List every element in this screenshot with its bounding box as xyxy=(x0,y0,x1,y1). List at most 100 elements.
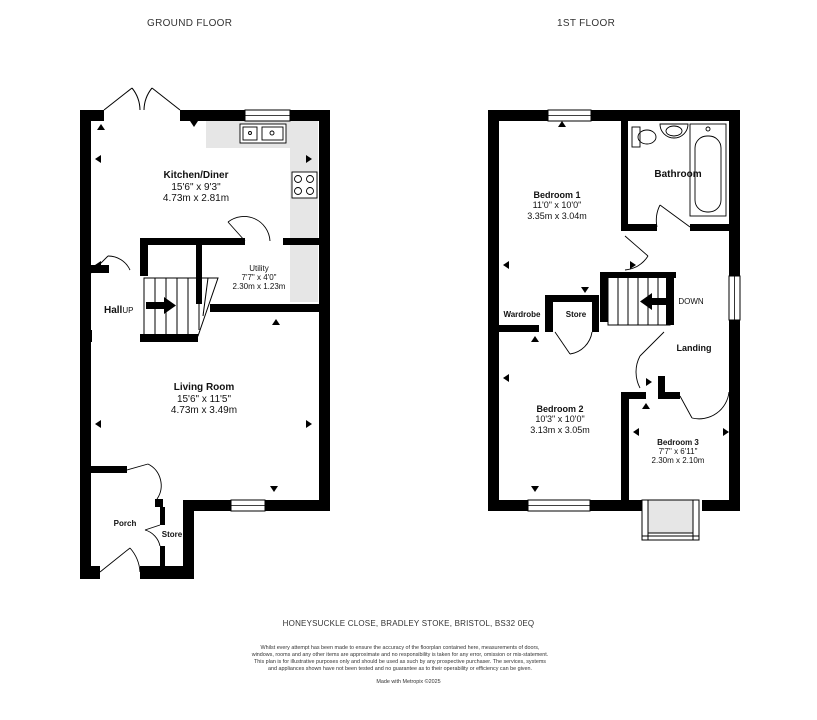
wall xyxy=(592,295,599,332)
stairs-direction: UP xyxy=(122,306,134,315)
hall-label: HallUP xyxy=(104,300,133,318)
wall xyxy=(183,500,231,511)
wall xyxy=(180,110,245,121)
stairs-direction: DOWN xyxy=(678,297,704,306)
utility-worktop xyxy=(290,244,318,302)
disclaimer-text: Whilst every attempt has been made to en… xyxy=(251,645,549,672)
wall xyxy=(621,121,628,224)
room-size-imperial: 10'3" x 10'0" xyxy=(535,414,585,425)
room-name: Hall xyxy=(104,305,123,316)
internal-doors xyxy=(554,204,730,420)
wall xyxy=(488,110,499,510)
room-size-metric: 4.73m x 3.49m xyxy=(170,405,238,416)
store-ground-label: Store xyxy=(160,530,184,539)
wall xyxy=(488,110,548,121)
room-name: Utility xyxy=(249,264,269,273)
room-size-metric: 2.30m x 2.10m xyxy=(651,456,705,466)
ground-floor-title: GROUND FLOOR xyxy=(147,18,233,29)
wall xyxy=(140,566,194,579)
room-name: Wardrobe xyxy=(503,310,541,319)
room-size-imperial: 15'6" x 9'3" xyxy=(171,181,221,193)
ground-floor-plan xyxy=(80,87,330,579)
dimension-arrow-icon xyxy=(503,121,729,492)
stairs-down-label: DOWN xyxy=(677,297,705,306)
wall xyxy=(729,110,740,276)
wall xyxy=(658,392,680,399)
store-first-label: Store xyxy=(558,310,594,319)
first-floor-title: 1ST FLOOR xyxy=(557,18,616,29)
bedroom3-label: Bedroom 3 7'7" x 6'11" 2.30m x 2.10m xyxy=(640,438,716,466)
wall xyxy=(140,334,198,342)
dimension-arrow-icon xyxy=(95,121,312,492)
wall xyxy=(488,500,528,511)
stairs-arrow-icon xyxy=(146,297,176,314)
made-with-credit: Made with Metropix ©2025 xyxy=(376,679,441,685)
room-name: Kitchen/Diner xyxy=(163,170,229,181)
bedroom1-label: Bedroom 1 11'0" x 10'0" 3.35m x 3.04m xyxy=(516,190,598,221)
wall xyxy=(621,224,657,231)
room-size-metric: 4.73m x 2.81m xyxy=(162,193,230,204)
toilet-icon xyxy=(631,126,657,148)
basin-icon xyxy=(659,123,689,139)
bathroom-label: Bathroom xyxy=(648,169,708,181)
wall xyxy=(91,265,109,273)
wall xyxy=(140,238,148,276)
wall xyxy=(155,499,163,507)
room-name: Bedroom 2 xyxy=(536,404,584,414)
room-name: Bedroom 3 xyxy=(657,438,699,447)
room-name: Store xyxy=(161,530,183,539)
wall xyxy=(80,566,100,579)
room-name: Bedroom 1 xyxy=(533,190,581,200)
room-size-metric: 3.13m x 3.05m xyxy=(530,424,590,435)
property-address: HONEYSUCKLE CLOSE, BRADLEY STOKE, BRISTO… xyxy=(282,619,535,628)
french-doors xyxy=(103,87,181,111)
wall xyxy=(600,272,608,322)
room-size-imperial: 7'7" x 6'11" xyxy=(658,447,698,457)
room-size-metric: 3.35m x 3.04m xyxy=(527,210,587,221)
wall xyxy=(196,244,202,304)
first-floor-plan xyxy=(488,109,741,541)
room-name: Porch xyxy=(113,519,137,528)
wall xyxy=(290,110,330,121)
wall xyxy=(88,330,92,342)
room-size-imperial: 7'7" x 4'0" xyxy=(241,273,277,283)
wall xyxy=(265,500,330,511)
bay-window xyxy=(641,499,700,541)
wall xyxy=(319,110,330,510)
room-name: Living Room xyxy=(173,382,235,393)
wall xyxy=(283,238,319,245)
wall xyxy=(80,110,91,579)
room-name: Landing xyxy=(676,343,712,353)
stairs-arrow-icon xyxy=(640,293,674,310)
wall xyxy=(160,546,165,566)
utility-label: Utility 7'7" x 4'0" 2.30m x 1.23m xyxy=(222,264,296,292)
wall xyxy=(140,238,245,245)
wall xyxy=(210,304,319,312)
hob-icon xyxy=(291,171,318,199)
wall xyxy=(183,500,194,579)
wall xyxy=(590,500,642,511)
sink-icon xyxy=(239,123,287,144)
wall xyxy=(690,224,740,231)
room-size-metric: 2.30m x 1.23m xyxy=(232,282,286,292)
landing-label: Landing xyxy=(672,343,716,353)
room-name: Bathroom xyxy=(654,169,702,180)
wall xyxy=(591,110,740,121)
wall xyxy=(545,295,553,332)
wall xyxy=(658,376,665,392)
wardrobe-label: Wardrobe xyxy=(500,310,544,319)
wall xyxy=(621,392,646,399)
bedroom2-label: Bedroom 2 10'3" x 10'0" 3.13m x 3.05m xyxy=(518,404,602,435)
wall xyxy=(91,466,127,473)
wall xyxy=(545,295,599,302)
bath-icon xyxy=(689,123,727,217)
wall xyxy=(702,500,740,511)
room-size-imperial: 11'0" x 10'0" xyxy=(532,200,582,211)
wall xyxy=(600,272,676,278)
wall xyxy=(499,325,539,332)
wall xyxy=(729,320,740,510)
wall xyxy=(160,507,165,525)
wall xyxy=(80,110,104,121)
wall xyxy=(621,392,629,510)
